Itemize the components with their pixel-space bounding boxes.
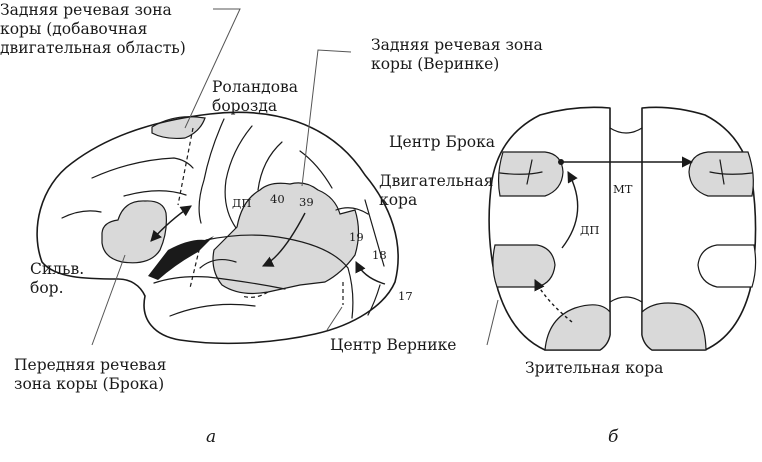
supp-motor-zone [151,116,206,140]
label-area-39: 39 [299,195,314,209]
brain-outline [36,111,399,345]
label-sylvian: Сильв.бор. [30,260,84,297]
panel-letter-a: а [206,427,216,447]
label-area-40: 40 [270,192,285,206]
arrow-arcuate [261,212,306,267]
arrow-to-broca [150,205,192,242]
wernicke-center-right [697,244,757,288]
broca-zone [101,200,167,264]
label-wernicke-center: Центр Вернике [330,336,456,354]
label-dp-right: ДП [580,223,599,237]
central-sulcus [198,118,225,224]
label-area-17: 17 [398,289,413,303]
label-visual-cortex: Зрительная кора [525,359,663,377]
label-area-19: 19 [349,230,364,244]
horizontal-brain: Центр Брока МТ ДП Зрительная кора б [389,106,757,447]
arrow-dp-right [561,171,579,249]
label-area-18: 18 [372,248,387,262]
label-broca-center: Центр Брока [389,133,495,151]
arrow-visual [534,278,573,323]
panel-letter-b: б [608,427,619,447]
label-dp-left: ДП [232,196,251,210]
visual-cortex-left [544,304,611,351]
sylvian-fissure [148,236,214,280]
visual-cortex-right [641,302,707,351]
label-mt: МТ [613,182,633,196]
arrow-up-19 [355,260,386,285]
wernicke-center-left [492,244,556,288]
